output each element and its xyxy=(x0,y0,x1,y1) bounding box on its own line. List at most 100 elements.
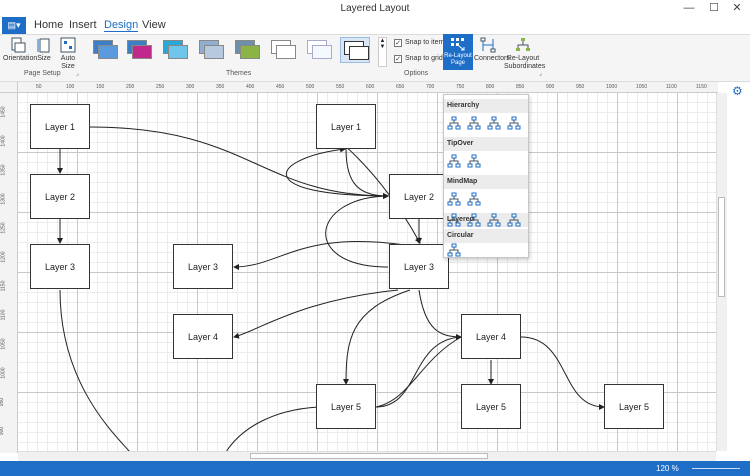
orientation-button[interactable]: Orientation xyxy=(3,37,37,63)
size-button[interactable]: Size xyxy=(34,37,54,63)
shape-layer-3-right[interactable]: Layer 3 xyxy=(389,244,449,289)
ruler-tick-label: 1100 xyxy=(666,84,677,90)
connector[interactable] xyxy=(89,126,389,199)
minimize-button[interactable]: — xyxy=(683,2,695,14)
connector[interactable] xyxy=(59,289,131,453)
shape-layer-5-c[interactable]: Layer 5 xyxy=(604,384,664,429)
connector[interactable] xyxy=(233,240,406,270)
layout-option-icon[interactable] xyxy=(487,213,501,227)
layout-option-icon[interactable] xyxy=(507,116,521,130)
auto-size-button[interactable]: Auto Size xyxy=(54,37,82,71)
connector[interactable] xyxy=(375,336,462,408)
layout-option-icon[interactable] xyxy=(447,116,461,130)
ribbon-tabs: ▤▾ Home Insert Design View xyxy=(0,17,750,34)
layout-option-icon[interactable] xyxy=(507,213,521,227)
theme-1[interactable] xyxy=(90,37,120,63)
auto-size-label: Auto Size xyxy=(60,55,76,70)
connector[interactable] xyxy=(418,289,462,340)
connector[interactable] xyxy=(225,406,319,453)
relayout-page-label1: Re-Layout xyxy=(444,53,472,59)
layout-option-icon[interactable] xyxy=(447,154,461,168)
ruler-tick-label: 250 xyxy=(156,84,165,90)
layout-option-icon[interactable] xyxy=(487,116,501,130)
window-title: Layered Layout xyxy=(340,3,410,14)
horizontal-scrollbar[interactable] xyxy=(18,451,716,461)
connector[interactable] xyxy=(375,334,462,408)
layout-option-icon[interactable] xyxy=(447,192,461,206)
shape-layer-1-left[interactable]: Layer 1 xyxy=(30,104,90,149)
shape-layer-2-left[interactable]: Layer 2 xyxy=(30,174,90,219)
ruler-tick-label: 450 xyxy=(276,84,285,90)
connector[interactable] xyxy=(325,193,389,268)
theme-7[interactable] xyxy=(304,37,334,63)
horizontal-scroll-thumb[interactable] xyxy=(250,453,488,459)
shape-layer-2-right[interactable]: Layer 2 xyxy=(389,174,449,219)
connectors-button[interactable]: Connectors xyxy=(474,37,510,63)
ruler-tick-label: 900 xyxy=(546,84,555,90)
layout-group-launcher-icon[interactable]: ⌟ xyxy=(539,71,542,77)
ruler-tick-label: 350 xyxy=(216,84,225,90)
layout-option-icon[interactable] xyxy=(467,192,481,206)
theme-6[interactable] xyxy=(268,37,298,63)
shape-layer-4-mid[interactable]: Layer 4 xyxy=(173,314,233,359)
layout-option-icon[interactable] xyxy=(447,243,461,257)
shape-layer-4-right[interactable]: Layer 4 xyxy=(461,314,521,359)
shape-layer-3-mid[interactable]: Layer 3 xyxy=(173,244,233,289)
snap-to-grid-check-icon: ✓ xyxy=(394,55,402,63)
relayout-subordinates-button[interactable]: Re-Layout Subordinates xyxy=(504,37,545,71)
shape-layer-1-right[interactable]: Layer 1 xyxy=(316,104,376,149)
ruler-tick-label: 50 xyxy=(36,84,42,90)
gear-icon[interactable]: ⚙ xyxy=(732,84,743,98)
snap-to-grid-checkbox[interactable]: ✓Snap to grid xyxy=(394,55,443,63)
theme-8-selected[interactable] xyxy=(340,37,370,63)
tab-insert[interactable]: Insert xyxy=(69,19,97,31)
vertical-scrollbar[interactable] xyxy=(716,93,727,451)
connector[interactable] xyxy=(233,289,399,339)
tab-design[interactable]: Design xyxy=(104,19,139,32)
ruler-tick-label: 100 xyxy=(66,84,75,90)
theme-5[interactable] xyxy=(232,37,262,63)
connectors-icon xyxy=(480,37,496,53)
connector[interactable] xyxy=(520,336,605,410)
section-tipover: TipOver xyxy=(444,137,528,151)
ruler-tick-label: 300 xyxy=(186,84,195,90)
connector[interactable] xyxy=(345,148,389,199)
connector[interactable] xyxy=(285,146,389,197)
layout-option-icon[interactable] xyxy=(467,116,481,130)
layout-option-icon[interactable] xyxy=(447,213,461,227)
theme-2[interactable] xyxy=(124,37,154,63)
snap-to-items-checkbox[interactable]: ✓Snap to items xyxy=(394,39,448,47)
shape-layer-3-left[interactable]: Layer 3 xyxy=(30,244,90,289)
theme-4[interactable] xyxy=(196,37,226,63)
snap-to-items-check-icon: ✓ xyxy=(394,39,402,47)
shape-layer-5-a[interactable]: Layer 5 xyxy=(316,384,376,429)
ruler-tick-label: 650 xyxy=(396,84,405,90)
section-mindmap: MindMap xyxy=(444,175,528,189)
relayout-dropdown: Hierarchy TipOver MindMap Layered Circul… xyxy=(443,94,529,258)
shape-layer-5-b[interactable]: Layer 5 xyxy=(461,384,521,429)
close-button[interactable]: ✕ xyxy=(732,2,742,14)
tab-home[interactable]: Home xyxy=(34,19,64,31)
relayout-subordinates-icon xyxy=(516,38,530,51)
tab-view[interactable]: View xyxy=(142,19,166,31)
themes-group-label: Themes xyxy=(226,70,252,77)
page-setup-launcher-icon[interactable]: ⌟ xyxy=(76,71,79,77)
page-setup-group-label: Page Setup xyxy=(24,70,61,77)
theme-3[interactable] xyxy=(160,37,190,63)
section-circular: Circular xyxy=(444,229,528,243)
options-group-label: Options xyxy=(404,70,429,77)
zoom-slider[interactable] xyxy=(692,468,740,469)
ruler-tick-label: 600 xyxy=(366,84,375,90)
ruler-tick-label: 750 xyxy=(456,84,465,90)
relayout-page-button[interactable]: Re-Layout Page xyxy=(443,34,473,70)
ruler-tick-label: 200 xyxy=(126,84,135,90)
vertical-scroll-thumb[interactable] xyxy=(718,197,725,297)
layout-option-icon[interactable] xyxy=(467,213,481,227)
file-menu-button[interactable]: ▤▾ xyxy=(2,17,26,34)
connector[interactable] xyxy=(343,289,411,385)
layout-option-icon[interactable] xyxy=(467,154,481,168)
themes-gallery-scroll[interactable]: ▲▼ xyxy=(378,37,387,67)
maximize-button[interactable]: ☐ xyxy=(709,2,719,14)
